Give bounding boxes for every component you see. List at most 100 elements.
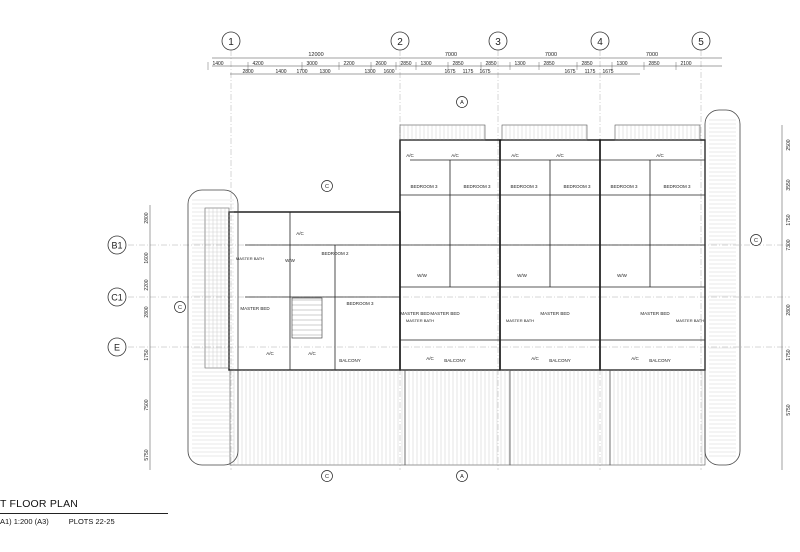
room-label-bath: MASTER BATH [676,318,704,323]
dim-bay-width: 7000 [445,52,457,58]
room-label-master-bed: MASTER BED [640,311,670,316]
room-label-ac: A/C [266,351,274,356]
dim-right-value: 5750 [786,404,792,415]
room-label-bath: MASTER BATH [406,318,434,323]
walls [228,139,706,371]
room-label-bath: MASTER BATH [506,318,534,323]
dim-row1-value: 1300 [420,61,431,67]
room-label-bedroom3: BEDROOM 3 [610,184,638,189]
room-label-wiw: W/W [517,273,527,278]
room-label-master-bed: MASTER BED [540,311,570,316]
dim-row1-value: 2850 [452,61,463,67]
dim-row2-value: 1675 [479,69,490,75]
balcony-area [614,124,701,141]
dim-row2-value: 1175 [463,69,474,75]
dim-row1-value: 1300 [616,61,627,67]
dim-row1-value: 2200 [343,61,354,67]
room-label-ac: A/C [308,351,316,356]
room-label-bedroom3-left: BEDROOM 3 [346,301,374,306]
dim-row1-value: 2850 [485,61,496,67]
section-marker-label: C [325,184,329,190]
drawing-title: T FLOOR PLAN [0,498,79,510]
grid-bubble-col [590,31,610,51]
grid-bubble-col-label: 2 [397,37,403,48]
dim-row2-value: 1400 [275,69,286,75]
room-label-ac: A/C [631,356,639,361]
dim-row2-value: 1600 [383,69,394,75]
planter-left [187,189,239,466]
section-marker [321,470,333,482]
wall-unit-block [599,139,706,371]
room-label-balcony: BALCONY [649,358,671,363]
dim-bay-width: 7000 [646,52,658,58]
balcony-area [229,369,406,466]
dim-row1-value: 2600 [375,61,386,67]
dim-row1-value: 3000 [306,61,317,67]
dim-left-value: 5750 [144,449,150,460]
room-label-wiw: W/W [617,273,627,278]
title-block: T FLOOR PLAN A1) 1:200 (A3) PLOTS 22-25 [0,498,190,527]
wall-left-block [228,211,401,371]
section-marker-label: A [460,474,464,480]
grid-bubble-row-label: B1 [111,241,122,251]
title-underline [0,513,168,514]
room-label-balcony: BALCONY [549,358,571,363]
title-subline: A1) 1:200 (A3) PLOTS 22-25 [0,517,190,527]
dim-row2-value: 1700 [296,69,307,75]
dim-row2-value: 1675 [564,69,575,75]
dim-row1-value: 2850 [581,61,592,67]
balcony-area [404,369,511,466]
stair [291,297,323,339]
dim-row1-value: 1300 [514,61,525,67]
section-marker [174,301,186,313]
dim-right-value: 2800 [786,304,792,315]
room-label-ac: A/C [556,153,564,158]
room-label-master-bed: MASTER BED [430,311,460,316]
room-label-bath: MASTER BATH [236,256,264,261]
room-label-bedroom3: BEDROOM 3 [563,184,591,189]
room-label-balcony: BALCONY [444,358,466,363]
section-marker-label: A [460,100,464,106]
balcony-area [399,124,486,141]
dim-left-value: 1600 [144,252,150,263]
dim-total: 12000 [308,52,323,58]
grid-bubble-col [488,31,508,51]
room-label-balcony: BALCONY [339,358,361,363]
dim-row1-value: 1400 [212,61,223,67]
dim-right-value: 7300 [786,239,792,250]
room-label-ac: A/C [531,356,539,361]
room-label-ac: A/C [296,231,304,236]
grid-bubble-col [390,31,410,51]
dim-right-value: 2500 [786,139,792,150]
grid-bubble-row [107,235,127,255]
section-marker [321,180,333,192]
grid-bubble-row-label: E [114,343,120,353]
dim-row1-value: 2850 [400,61,411,67]
balcony-area [501,124,588,141]
room-label-master-bed: MASTER BED [400,311,430,316]
room-label-bedroom2: BEDROOM 2 [321,251,349,256]
dim-right-value: 3550 [786,179,792,190]
section-marker-label: C [325,474,329,480]
balcony-area [509,369,611,466]
grid-bubble-col-label: 3 [495,37,501,48]
room-label-bedroom3: BEDROOM 3 [663,184,691,189]
section-marker [456,470,468,482]
dim-row2-value: 1300 [364,69,375,75]
dim-left-value: 2200 [144,279,150,290]
room-label-bedroom3: BEDROOM 3 [410,184,438,189]
dim-row2-value: 1300 [319,69,330,75]
dim-row1-value: 2850 [648,61,659,67]
balcony-area [609,369,706,466]
grid-bubble-col [221,31,241,51]
section-marker-label: C [754,238,758,244]
grid-bubble-col [691,31,711,51]
room-label-wiw: W/W [417,273,427,278]
room-label-ac: A/C [511,153,519,158]
grid-bubble-col-label: 5 [698,37,704,48]
plots-label: PLOTS 22-25 [68,517,115,526]
dim-left-value: 2800 [144,306,150,317]
